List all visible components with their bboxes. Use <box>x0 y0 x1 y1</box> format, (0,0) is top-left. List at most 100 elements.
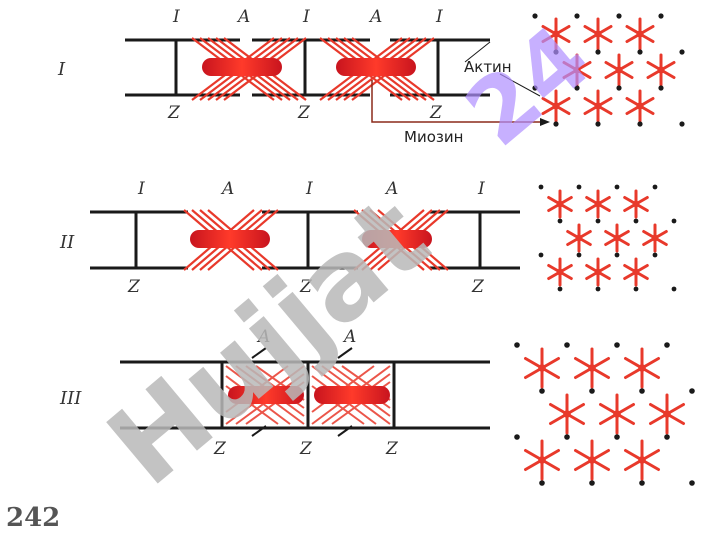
row-3-myosin-bundle-2 <box>311 365 391 425</box>
row-3-label-z-2: Z <box>299 439 313 459</box>
row-3: III <box>59 327 695 486</box>
row-3-label-a-2: A <box>342 327 356 347</box>
row-1-roman-label: I <box>57 59 66 80</box>
row-2-label-z-3: Z <box>471 277 485 297</box>
actin-cross-section <box>532 13 538 19</box>
actin-cross-section <box>553 49 559 55</box>
actin-cross-section <box>614 184 620 190</box>
actin-cross-section <box>639 480 645 486</box>
myosin-cross-section <box>625 89 655 123</box>
actin-cross-section <box>637 49 643 55</box>
myosin-cross-section <box>623 189 649 219</box>
myosin-cross-section <box>604 53 634 87</box>
actin-cross-section <box>557 286 563 292</box>
actin-cross-section <box>595 49 601 55</box>
myosin-cross-section <box>625 17 655 51</box>
row-2-label-i-1: I <box>137 179 145 199</box>
row-3-label-a-1: A <box>256 327 270 347</box>
actin-cross-section <box>671 286 677 292</box>
actin-cross-section <box>679 121 685 127</box>
myosin-cross-section <box>649 393 685 435</box>
myosin-cross-section <box>624 439 660 481</box>
row-2-top-labels: I A I A I <box>137 179 485 199</box>
actin-cross-section <box>539 480 545 486</box>
actin-cross-section <box>614 434 620 440</box>
myosin-callout: Миозин <box>371 80 550 146</box>
actin-cross-section <box>614 342 620 348</box>
row-1-label-i-1: I <box>172 7 180 27</box>
row-2-label-i-2: I <box>305 179 313 199</box>
myosin-cross-section <box>547 189 573 219</box>
row-1-label-z-1: Z <box>167 103 181 123</box>
myosin-cross-section <box>604 223 630 253</box>
row-3-label-z-1: Z <box>213 439 227 459</box>
actin-cross-section <box>514 434 520 440</box>
row-2-label-z-2: Z <box>299 277 313 297</box>
myosin-cross-section <box>541 17 571 51</box>
row-1: I <box>57 7 685 146</box>
actin-cross-section <box>589 480 595 486</box>
actin-cross-section <box>576 184 582 190</box>
actin-callout: Актин <box>464 41 541 97</box>
actin-cross-section <box>557 218 563 224</box>
actin-cross-section <box>574 85 580 91</box>
actin-cross-section <box>689 388 695 394</box>
myosin-label: Миозин <box>404 128 463 146</box>
myosin-cross-section <box>583 17 613 51</box>
row-1-label-a-1: A <box>236 7 250 27</box>
myosin-cross-section <box>583 89 613 123</box>
myosin-cross-section <box>524 347 560 389</box>
row-1-label-i-2: I <box>302 7 310 27</box>
row-2-label-a-2: A <box>384 179 398 199</box>
actin-cross-section <box>514 342 520 348</box>
myosin-cross-section <box>599 393 635 435</box>
actin-cross-section <box>664 434 670 440</box>
actin-cross-section <box>616 13 622 19</box>
myosin-cross-section <box>642 223 668 253</box>
row-3-a-band-ticks <box>251 347 353 437</box>
row-2-actin-filaments <box>90 210 520 270</box>
myosin-cross-section <box>623 257 649 287</box>
actin-cross-section <box>639 388 645 394</box>
row-1-label-z-2: Z <box>297 103 311 123</box>
actin-cross-section <box>539 388 545 394</box>
row-2-myosin-bundle-1 <box>183 209 279 271</box>
actin-cross-section <box>574 13 580 19</box>
actin-cross-section <box>595 218 601 224</box>
row-2-bottom-labels: Z Z Z <box>127 277 485 297</box>
myosin-cross-section <box>541 89 571 123</box>
myosin-cross-section <box>549 393 585 435</box>
actin-cross-section <box>564 342 570 348</box>
row-2-myosin-bundle-2 <box>353 209 449 271</box>
myosin-cross-section <box>547 257 573 287</box>
row-1-myosin-bundle-2 <box>319 37 435 101</box>
actin-cross-section <box>671 218 677 224</box>
actin-cross-section <box>633 286 639 292</box>
watermark-text: Hujjat <box>84 172 452 510</box>
page-number: 242 <box>6 503 60 533</box>
actin-cross-section <box>664 342 670 348</box>
myosin-cross-section <box>566 223 592 253</box>
actin-cross-section <box>538 184 544 190</box>
myosin-cross-section <box>562 53 592 87</box>
row-3-cross-section <box>514 342 695 486</box>
actin-cross-section <box>652 252 658 258</box>
myosin-cross-section <box>524 439 560 481</box>
row-1-top-labels: I A I A I <box>172 7 443 27</box>
actin-cross-section <box>576 252 582 258</box>
row-3-actin-filaments <box>120 360 490 430</box>
actin-cross-section <box>633 218 639 224</box>
myosin-cross-section <box>574 347 610 389</box>
actin-cross-section <box>689 480 695 486</box>
myosin-cross-section <box>574 439 610 481</box>
myosin-cross-section <box>624 347 660 389</box>
actin-cross-section <box>532 85 538 91</box>
row-1-label-i-3: I <box>435 7 443 27</box>
actin-cross-section <box>637 121 643 127</box>
actin-cross-section <box>538 252 544 258</box>
row-1-actin-filaments <box>125 38 490 97</box>
watermark: Hujjat 24 <box>84 6 610 510</box>
row-2-roman-label: II <box>59 232 75 253</box>
row-2-label-a-1: A <box>220 179 234 199</box>
